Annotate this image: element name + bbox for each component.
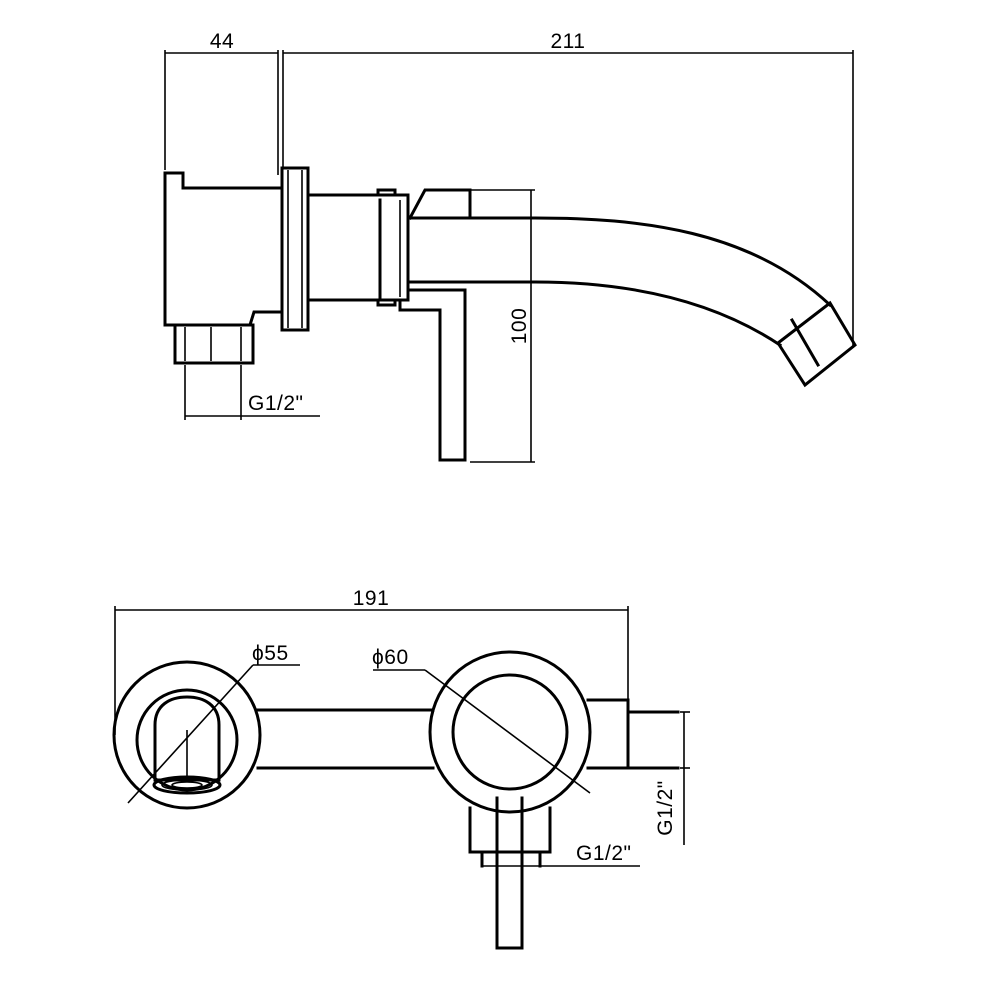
side-view: 44 211 G1/2" — [163, 30, 857, 463]
dimension-spout-diameter: ϕ55 — [127, 642, 300, 804]
dimension-thread-bottom: G1/2" — [482, 842, 640, 867]
valve-body — [306, 188, 410, 307]
dimension-body-diameter-label: ϕ60 — [372, 646, 409, 669]
threaded-inlet — [173, 323, 255, 365]
dimension-depth: 44 — [164, 30, 279, 175]
dimension-thread-side-label: G1/2" — [654, 780, 677, 835]
dimension-height: 100 — [470, 189, 535, 463]
dimension-width: 191 — [114, 587, 629, 735]
wall-box — [163, 171, 284, 327]
connecting-pipe — [256, 708, 435, 770]
dimension-body-diameter: ϕ60 — [372, 646, 591, 794]
dimension-height-label: 100 — [508, 308, 531, 345]
valve-rosette — [428, 650, 592, 814]
wall-flange — [280, 166, 310, 332]
dimension-thread-bottom-label: G1/2" — [576, 842, 631, 865]
spout — [406, 216, 857, 388]
top-view: 191 ϕ55 — [112, 587, 690, 950]
dimension-width-label: 191 — [353, 587, 390, 610]
dimension-length: 211 — [282, 30, 854, 348]
handle-lever — [398, 188, 472, 462]
dimension-depth-label: 44 — [210, 30, 234, 53]
dimension-length-label: 211 — [551, 30, 586, 53]
bottom-inlet — [468, 806, 552, 868]
side-inlet — [586, 698, 680, 770]
spout-rosette — [112, 660, 262, 810]
dimension-thread: G1/2" — [184, 365, 320, 420]
dimension-spout-diameter-label: ϕ55 — [252, 642, 289, 665]
handle-lever-top — [495, 796, 524, 950]
dimension-thread-side: G1/2" — [654, 711, 690, 845]
dimension-thread-label: G1/2" — [248, 392, 303, 415]
